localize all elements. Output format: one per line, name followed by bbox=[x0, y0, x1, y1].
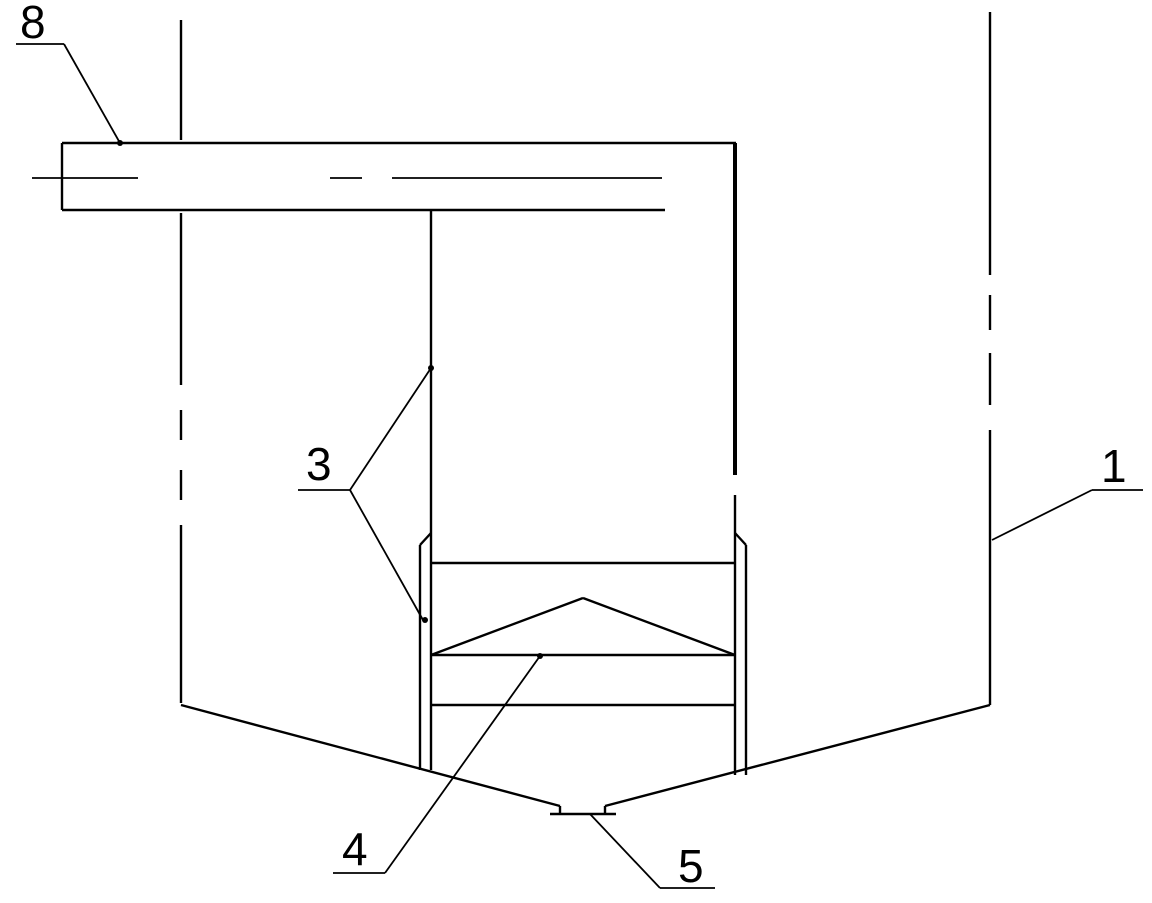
outlet-nozzle bbox=[550, 806, 616, 816]
callout-5: 5 bbox=[678, 840, 704, 892]
leader-line-8 bbox=[16, 43, 123, 146]
callout-8: 8 bbox=[20, 0, 46, 48]
leader-line-1 bbox=[991, 489, 1143, 541]
leader-line-3 bbox=[298, 365, 434, 623]
callout-1: 1 bbox=[1101, 440, 1127, 492]
vessel-conical-bottom bbox=[180, 703, 991, 808]
downcomer-tube bbox=[429, 143, 737, 545]
leader-line-4 bbox=[333, 653, 543, 874]
inlet-pipe bbox=[32, 141, 736, 212]
leader-line-5 bbox=[589, 813, 715, 889]
callout-4: 4 bbox=[342, 823, 368, 875]
callout-3: 3 bbox=[306, 438, 332, 490]
guide-sleeve bbox=[418, 532, 748, 775]
conical-diffuser bbox=[430, 596, 736, 657]
